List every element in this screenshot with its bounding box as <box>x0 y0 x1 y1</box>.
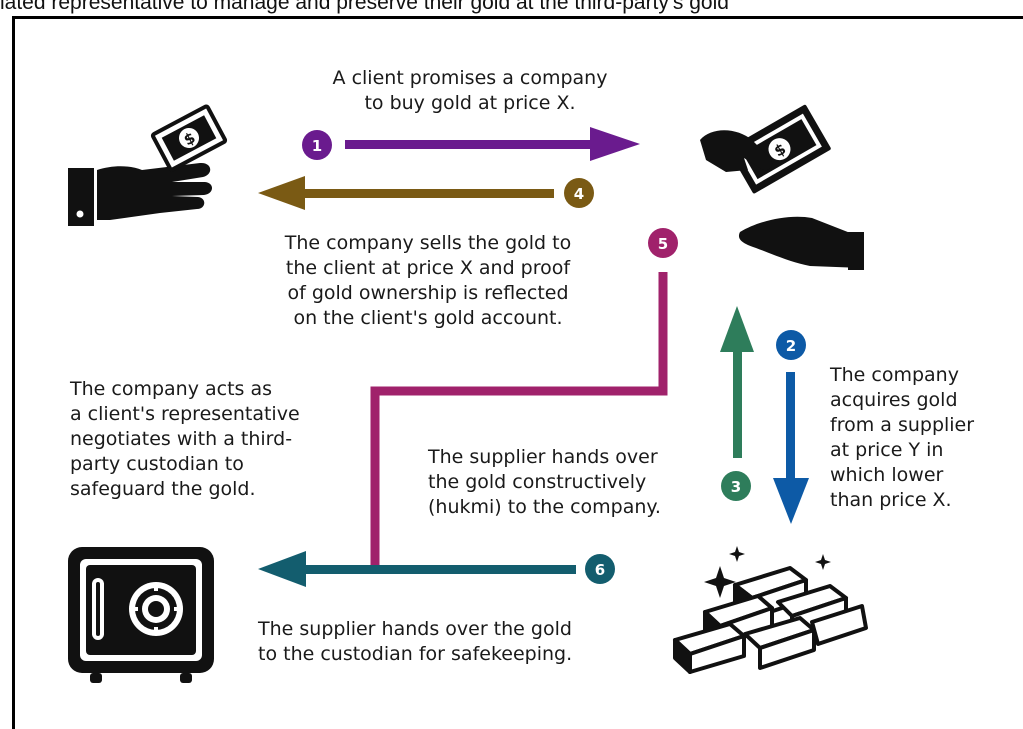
arrow-6-shaft <box>300 565 576 574</box>
arrow-5-path <box>370 272 668 566</box>
arrow-3-shaft <box>733 348 742 458</box>
arrow-step-6: 6 <box>258 551 615 587</box>
arrow-3-head <box>720 306 754 352</box>
arrow-4-head <box>258 176 305 210</box>
arrow-4-shaft <box>300 189 554 198</box>
arrow-6-head <box>258 551 306 587</box>
top-caption: iated representative to manage and prese… <box>0 0 729 14</box>
badge-6-label: 6 <box>595 561 605 579</box>
badge-4 <box>564 178 594 208</box>
hand-holding-money-icon: $ <box>68 104 228 226</box>
arrow-step-1: 1 <box>302 127 640 161</box>
step-3-text: The supplier hands over the gold constru… <box>428 446 661 518</box>
arrow-step-5: 5 <box>370 228 678 566</box>
gold-bars-icon <box>673 546 868 674</box>
arrow-2-head <box>773 478 809 524</box>
badge-1-label: 1 <box>312 137 322 155</box>
frame-top-border <box>12 16 1023 19</box>
arrow-1-shaft <box>345 140 595 149</box>
step-6-text: The supplier hands over the gold to the … <box>258 618 573 665</box>
badge-2-label: 2 <box>786 337 796 355</box>
badge-5 <box>648 228 678 258</box>
badge-2 <box>776 330 806 360</box>
arrow-step-2: 2 <box>773 330 809 524</box>
badge-4-label: 4 <box>574 185 584 203</box>
badge-3 <box>721 471 751 501</box>
badge-1 <box>302 130 332 160</box>
safe-icon <box>68 547 214 683</box>
arrow-step-3: 3 <box>720 306 754 501</box>
step-4-text: The company sells the gold to the client… <box>284 232 572 329</box>
step-2-text: The company acquires gold from a supplie… <box>830 364 975 511</box>
badge-3-label: 3 <box>731 478 741 496</box>
money-exchange-icon: $ <box>700 104 864 270</box>
arrow-2-shaft <box>786 372 795 482</box>
arrow-step-4: 4 <box>258 176 594 210</box>
step-5-text: The company acts as a client's represent… <box>70 378 300 500</box>
step-1-text: A client promises a company to buy gold … <box>332 67 608 114</box>
badge-6 <box>585 554 615 584</box>
arrow-1-head <box>590 127 640 161</box>
badge-5-label: 5 <box>658 235 668 253</box>
frame-left-border <box>12 16 15 729</box>
